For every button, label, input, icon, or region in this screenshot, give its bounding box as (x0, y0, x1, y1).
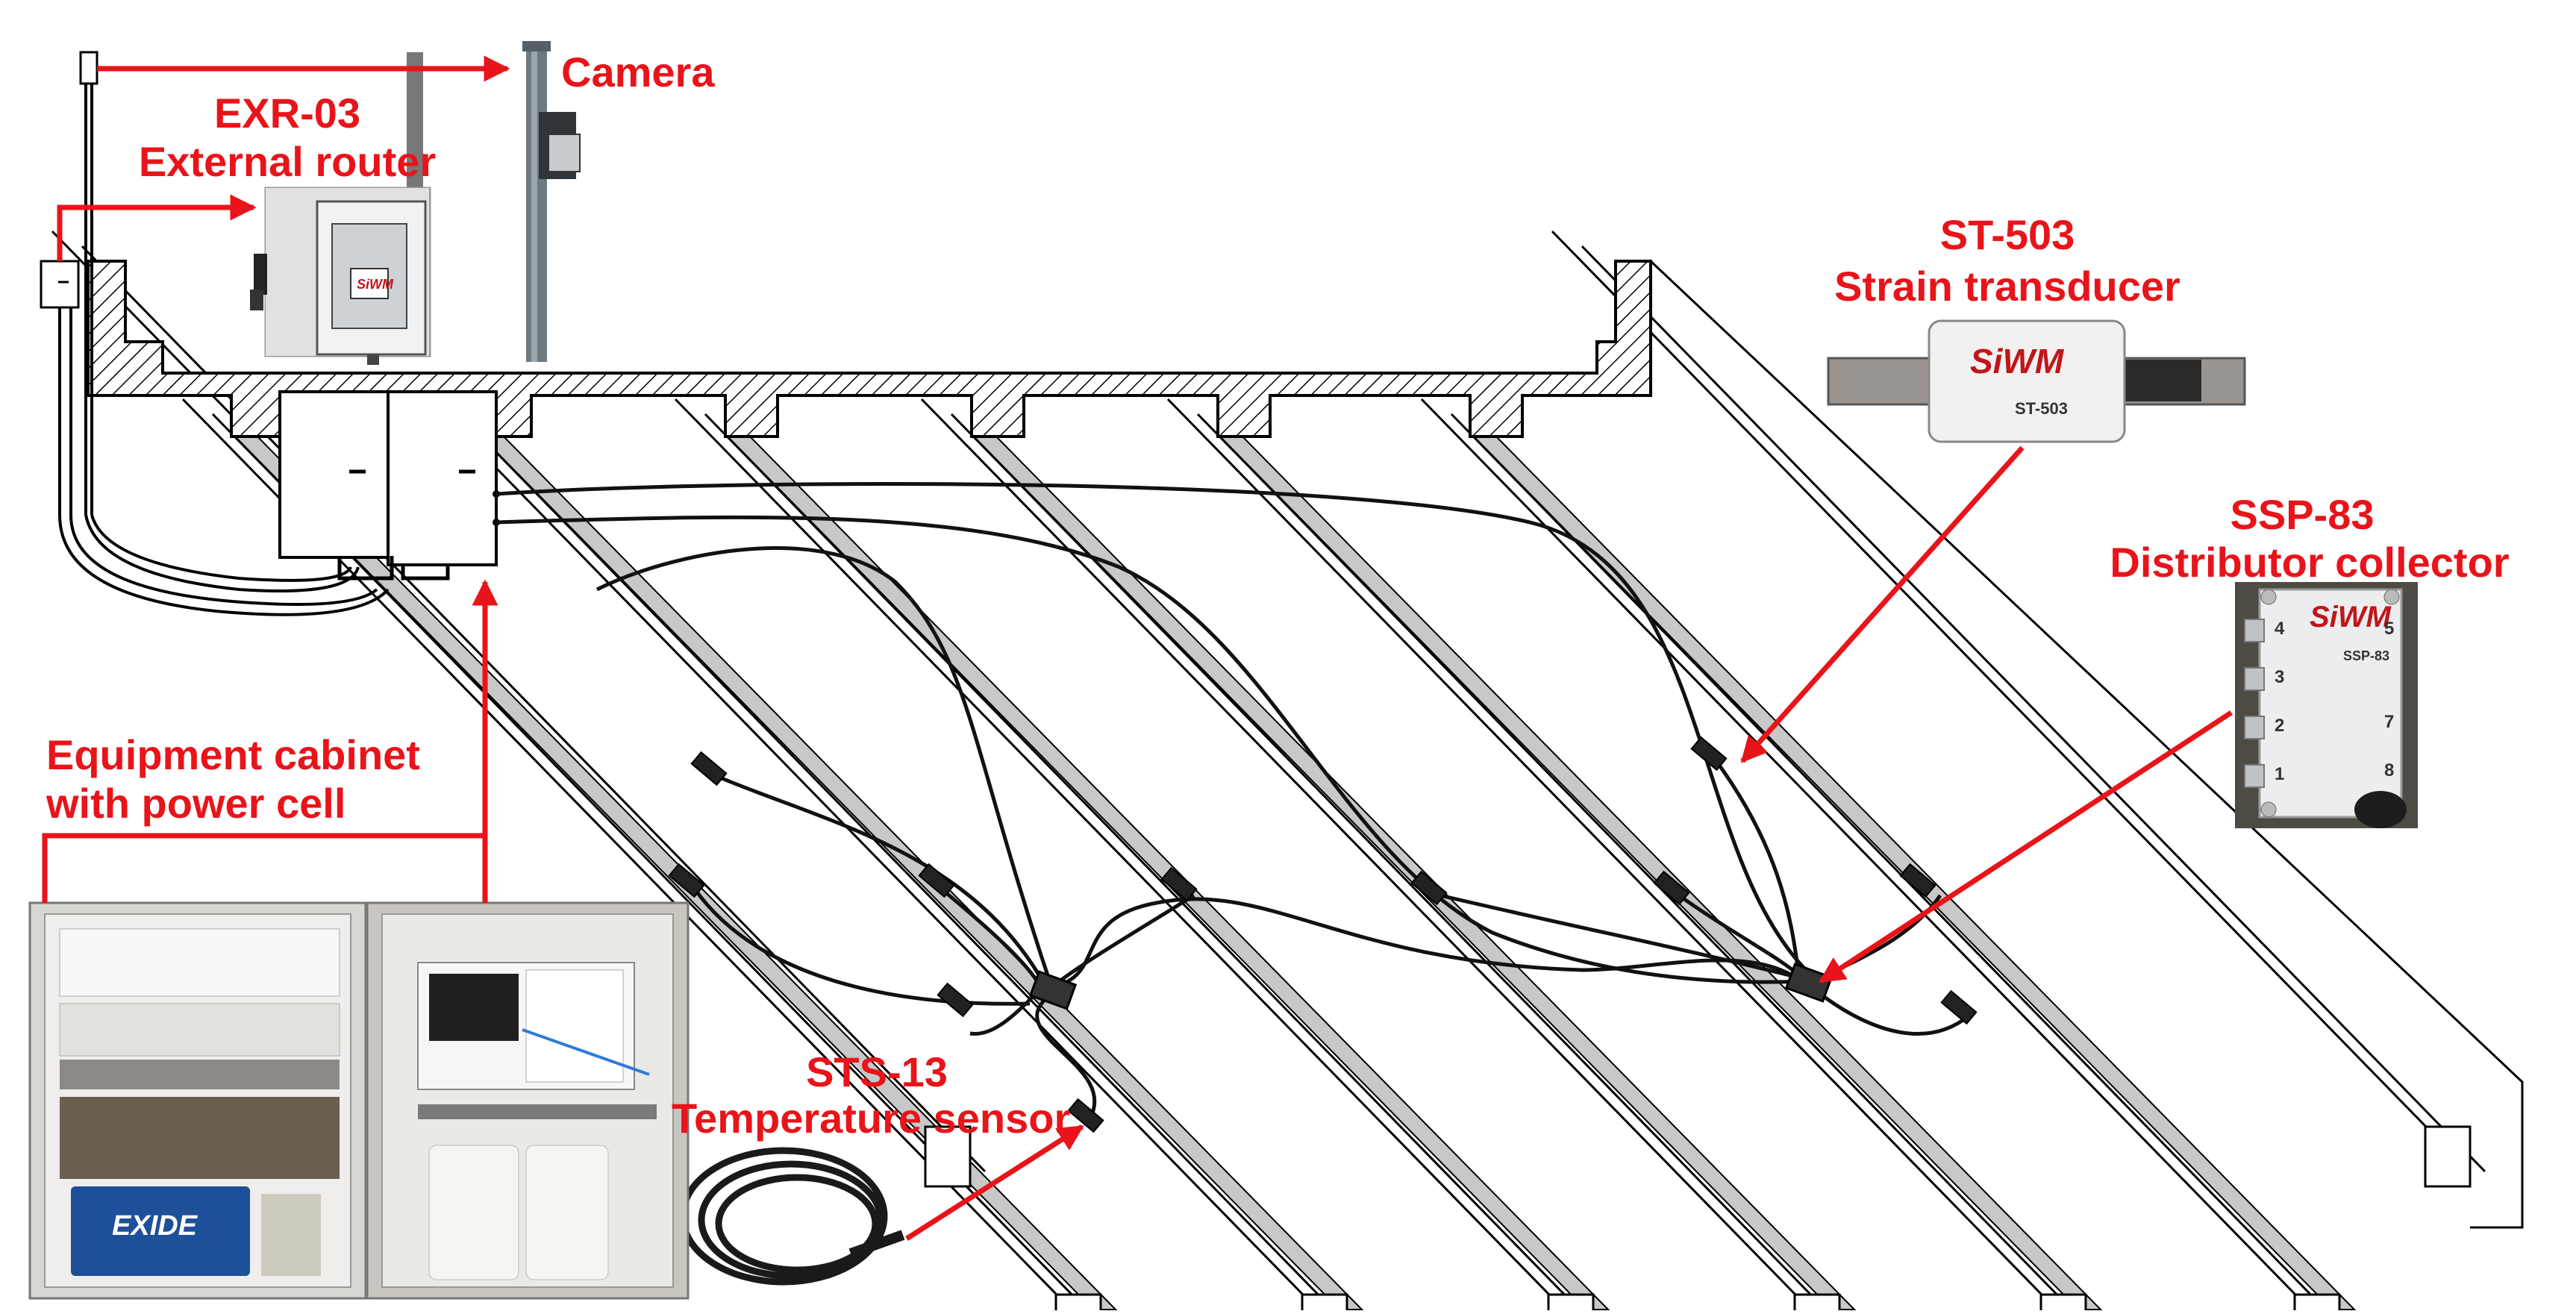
mounted-cabinets (278, 390, 500, 581)
strain-plate-text: ST-503 (2015, 399, 2068, 418)
rib-foot-2 (1054, 1293, 1102, 1314)
sensor-cables (495, 482, 1972, 1121)
rib-4 (674, 398, 1610, 1314)
annotation-connectors (42, 55, 2233, 1241)
collector-port-3: 3 (2275, 667, 2284, 687)
collector-model-label: SSP-83 (2230, 491, 2375, 538)
collector-junction-left (1028, 970, 1078, 1010)
rib-foot-5 (1793, 1293, 1841, 1314)
strain-model-label: ST-503 (1939, 211, 2075, 258)
rib-5 (920, 398, 1857, 1314)
cabinet-connector (42, 579, 498, 903)
outer-girder-edge (1649, 260, 2524, 1229)
collector-port-7: 7 (2384, 712, 2394, 732)
cabinet-box-right (387, 390, 498, 566)
strain-name-label: Strain transducer (1834, 263, 2180, 310)
strain-transducer-photo: SiWM ST-503 (1827, 319, 2246, 443)
cabinet-label-line1: Equipment cabinet (46, 731, 420, 778)
cabinet-photo-right (366, 901, 690, 1300)
collector-port-2: 2 (2275, 716, 2284, 736)
sensor-units (668, 736, 1978, 1133)
collector-brand-text: SiWM (2310, 601, 2392, 633)
sensor-unit-4 (1160, 866, 1198, 902)
rib-foot-3 (1301, 1293, 1348, 1314)
rib-foot-6 (2039, 1293, 2087, 1314)
temperature-sensor-photo (679, 1147, 905, 1286)
cabinet-photo-left: EXIDE (28, 901, 367, 1300)
collector-name-label: Distributor collector (2110, 539, 2510, 586)
router-model-label: EXR-03 (213, 90, 361, 137)
collector-photo: SiWM SSP-83 4 3 2 1 5 7 8 (2235, 582, 2418, 828)
temp-name-label: Temperature sensor (672, 1095, 1071, 1142)
sensor-unit-8 (1690, 736, 1728, 772)
collector-port-8: 8 (2384, 760, 2394, 780)
rib-feet (924, 1125, 2472, 1314)
cabinet-box-left (278, 390, 390, 559)
sensor-unit-1 (690, 751, 728, 786)
battery-brand-text: EXIDE (112, 1210, 198, 1242)
collector-port-numbers: 4 3 2 1 5 7 8 (2275, 619, 2394, 784)
strain-brand-text: SiWM (1970, 342, 2065, 381)
router-name-label: External router (138, 138, 437, 185)
collector-plate-text: SSP-83 (2343, 648, 2389, 663)
router-photo: SiWM (250, 52, 431, 365)
collector-port-5: 5 (2384, 619, 2394, 639)
camera-label: Camera (561, 49, 715, 96)
sensor-unit-9 (937, 982, 974, 1018)
cabinet-label-line2: with power cell (46, 780, 346, 827)
rib-foot-8 (2424, 1125, 2472, 1188)
sensor-unit-7 (1899, 863, 1936, 898)
rib-foot-7 (2293, 1293, 2341, 1314)
rib-8 (1551, 230, 2486, 1173)
collector-port-4: 4 (2275, 619, 2285, 639)
collector-port-1: 1 (2275, 764, 2284, 784)
antenna-pole (40, 51, 390, 616)
temp-model-label: STS-13 (806, 1048, 948, 1095)
sensor-unit-6 (1653, 870, 1690, 906)
rib-foot-4 (1547, 1293, 1595, 1314)
rib-foot-1 (924, 1125, 972, 1188)
sensor-unit-10 (1940, 989, 1978, 1025)
camera-photo (522, 41, 581, 362)
sensor-unit-11 (1067, 1098, 1104, 1133)
sensor-unit-2 (668, 863, 705, 898)
svg-text:SiWM: SiWM (357, 277, 394, 292)
sensor-unit-3 (918, 863, 955, 898)
sensor-unit-5 (1410, 870, 1448, 906)
rib-6 (1166, 398, 2103, 1314)
